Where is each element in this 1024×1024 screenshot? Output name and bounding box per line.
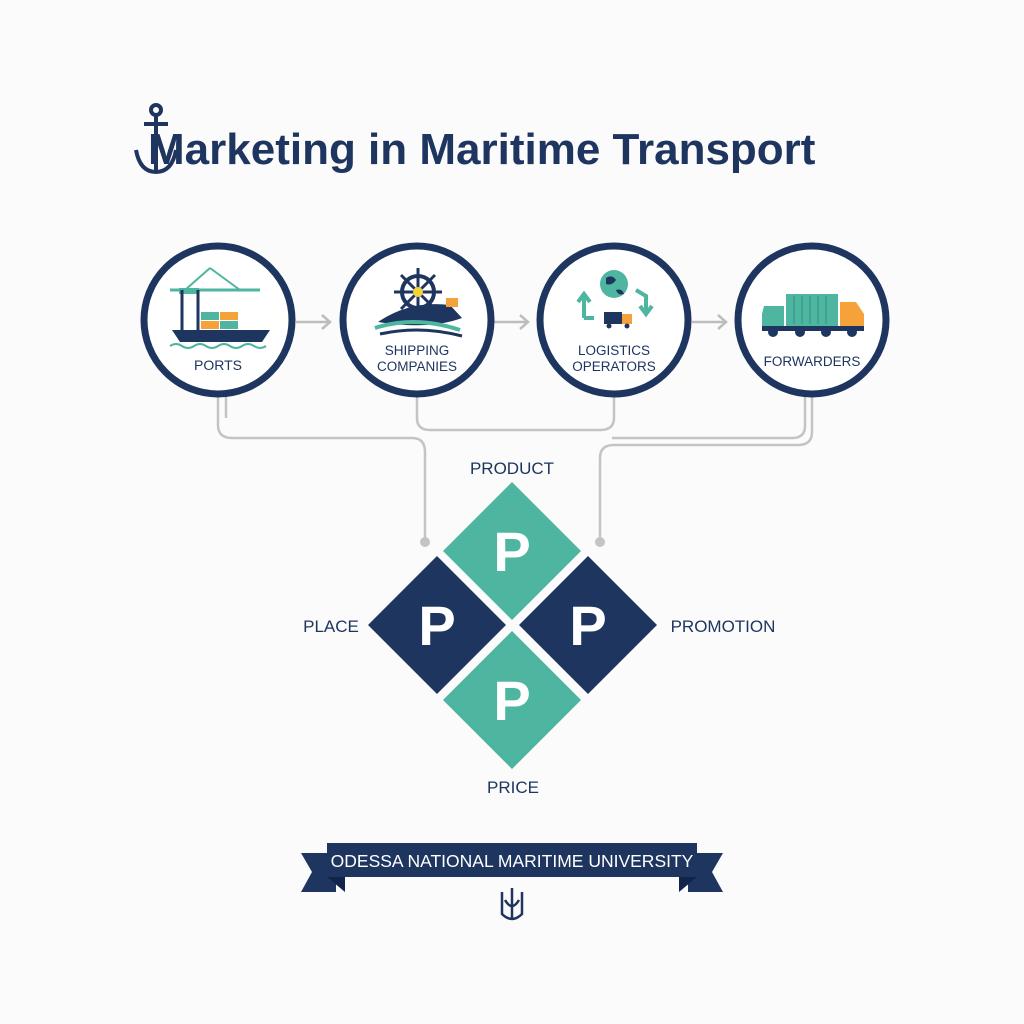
globe-cycle-truck-icon [576,270,654,329]
container-truck-icon [762,294,864,337]
connector-dot-left [420,537,430,547]
label-place: PLACE [303,617,359,636]
p-diamond-product: P [443,482,581,620]
p-letter: P [493,669,530,732]
stakeholder-forwarders: FORWARDERS [734,242,890,398]
label-price: PRICE [487,778,539,797]
page-title: Marketing in Maritime Transport [148,125,816,174]
stakeholder-label: FORWARDERS [764,354,861,369]
p-letter: P [493,520,530,583]
ship-wheel-wave-icon [374,268,463,338]
p-diamond-place: P [368,556,506,694]
p-letter: P [569,594,606,657]
stakeholder-ports: PORTS [140,242,296,398]
stakeholder-label: PORTS [194,357,242,373]
trident-emblem-icon [500,888,524,921]
four-p-model: P P P P PRODUCT PLACE PROMOTION PRICE [303,459,775,797]
university-banner: ODESSA NATIONAL MARITIME UNIVERSITY [301,843,723,892]
stakeholder-shipping-companies: SHIPPING COMPANIES [339,242,495,398]
port-crane-ship-icon [169,267,270,349]
label-product: PRODUCT [470,459,554,478]
p-letter: P [418,594,455,657]
p-diamond-promotion: P [519,556,657,694]
banner-text: ODESSA NATIONAL MARITIME UNIVERSITY [331,851,694,871]
connector-dot-right [595,537,605,547]
connector-lines [216,396,814,540]
stakeholder-logistics-operators: LOGISTICS OPERATORS [536,242,692,398]
flow-arrows [296,314,728,330]
p-diamond-price: P [443,631,581,769]
stakeholder-label-line2: COMPANIES [377,359,457,374]
label-promotion: PROMOTION [671,617,776,636]
anchor-icon [134,103,178,175]
stakeholder-label-line2: OPERATORS [572,359,656,374]
stakeholder-label-line1: LOGISTICS [578,343,650,358]
stakeholder-label-line1: SHIPPING [385,343,450,358]
